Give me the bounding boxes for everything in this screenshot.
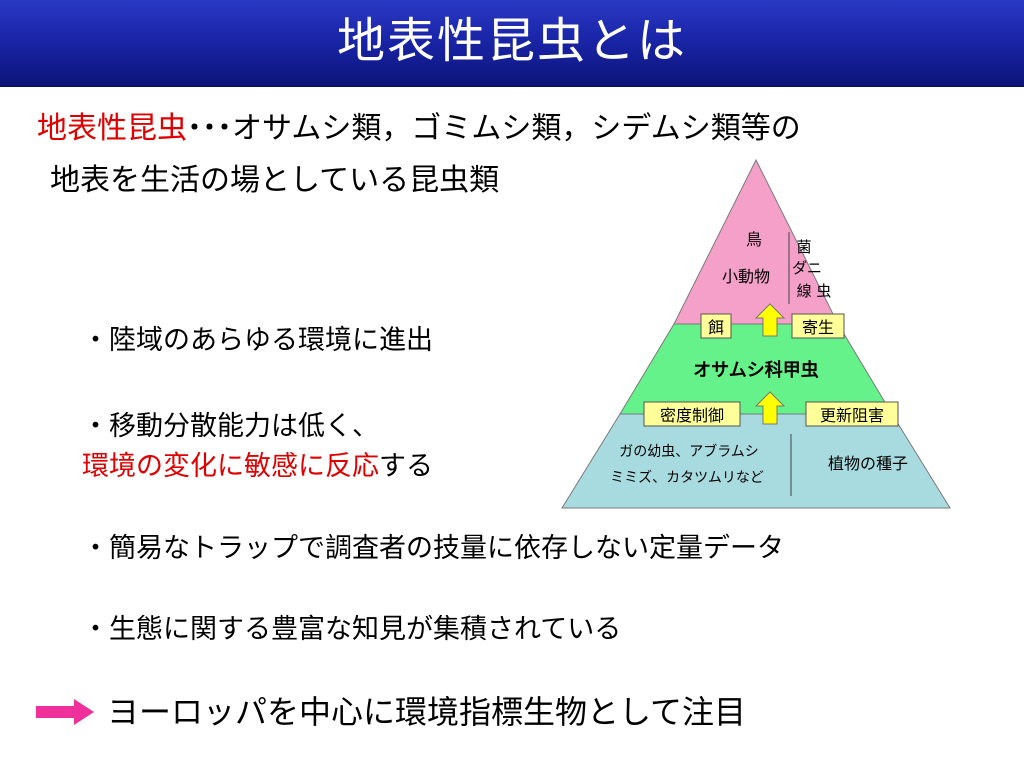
definition-dots: ･･･ (187, 111, 232, 146)
pyramid-top-layer (673, 158, 839, 325)
renewal-inhibition-box (805, 401, 899, 427)
parasite-label-box (791, 313, 845, 339)
bullet-trap: ・簡易なトラップで調査者の技量に依存しない定量データ (82, 533, 784, 564)
renewal-inhibition-label: 更新阻害 (820, 406, 884, 425)
bullet-habitat: ・陸域のあらゆる環境に進出 (82, 325, 433, 356)
food-label: 餌 (708, 318, 724, 337)
parasite-label: 寄生 (802, 318, 834, 337)
sensitivity-highlight: 環境の変化に敏感に反応 (82, 451, 379, 482)
definition-examples: オサムシ類，ゴミムシ類，シデムシ類等の (232, 111, 801, 146)
definition-term: 地表性昆虫 (37, 111, 187, 146)
prey-line-2: ミミズ、カタツムリなど (610, 470, 764, 486)
predator-small-animal: 小動物 (722, 267, 770, 286)
trophic-pyramid-diagram: 鳥 小動物 菌 ダニ 線 虫 餌 寄生 オサムシ科甲虫 密度制御 更新阻害 ガの… (561, 158, 951, 509)
density-control-box (643, 401, 741, 427)
predator-bird: 鳥 (746, 230, 762, 249)
title-bar: 地表性昆虫とは (0, 0, 1024, 87)
parasite-nematode: 線 虫 (797, 282, 832, 300)
density-control-label: 密度制御 (660, 406, 724, 425)
sensitivity-tail: する (379, 451, 433, 482)
bullet-knowledge: ・生態に関する豊富な知見が集積されている (82, 614, 622, 645)
bullet-sensitivity: 環境の変化に敏感に反応する (82, 450, 433, 484)
parasite-fungus: 菌 (796, 238, 811, 256)
seeds-label: 植物の種子 (828, 454, 908, 473)
parasite-mite: ダニ (792, 259, 822, 277)
slide-title: 地表性昆虫とは (336, 13, 687, 69)
food-label-box (700, 313, 732, 339)
prey-line-1: ガの幼虫、アブラムシ (619, 443, 759, 460)
definition-line-2: 地表を生活の場としている昆虫類 (50, 163, 500, 198)
up-arrow-icon (754, 303, 786, 337)
bullet-mobility: ・移動分散能力は低く、 (82, 411, 379, 442)
up-arrow-icon (754, 391, 786, 425)
right-arrow-icon (36, 699, 94, 725)
definition-line-1: 地表性昆虫･･･オサムシ類，ゴミムシ類，シデムシ類等の (37, 110, 801, 148)
conclusion-text: ヨーロッパを中心に環境指標生物として注目 (107, 693, 747, 731)
carabid-beetle-label: オサムシ科甲虫 (693, 359, 819, 381)
